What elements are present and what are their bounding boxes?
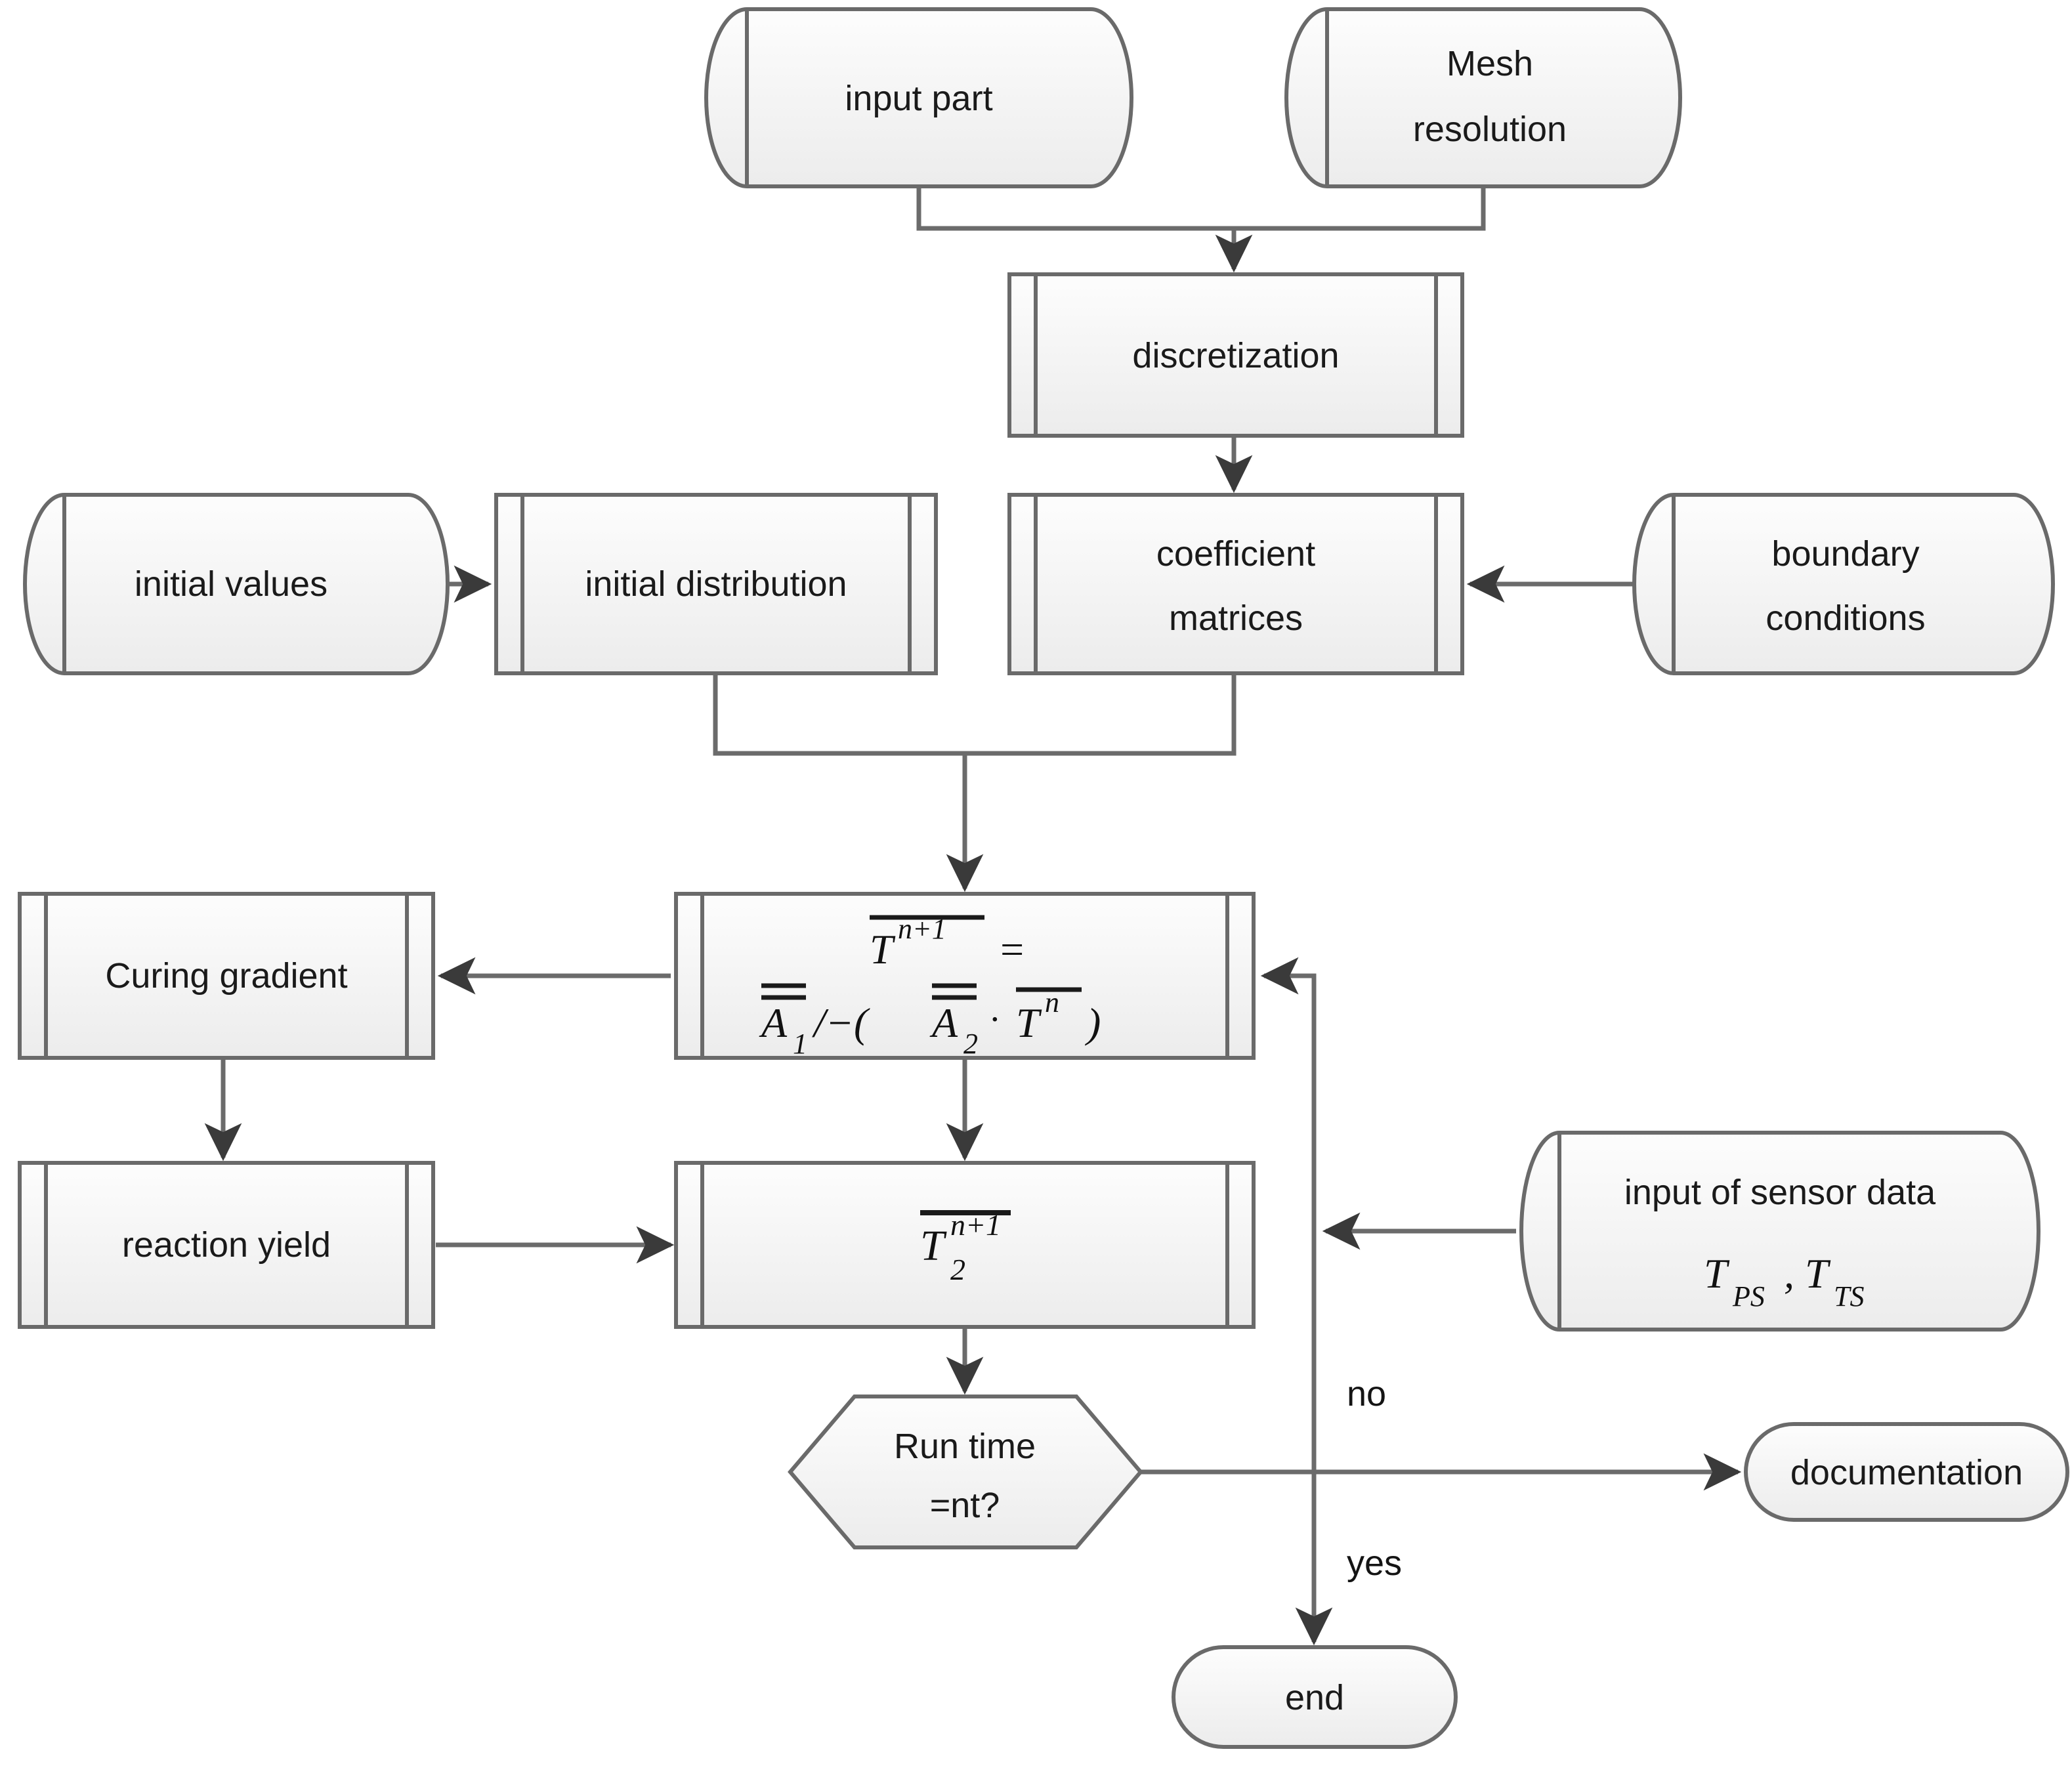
edge-coefficient-matrices-to-merge: [965, 673, 1237, 756]
edge-loop-to-main-equation: [1260, 957, 1317, 1626]
node-label-boundary-conditions-line1: boundary: [1771, 534, 1919, 574]
sensor-TPS-subscript: PS: [1732, 1280, 1765, 1312]
node-sensor-data[interactable]: input of sensor data T PS , T TS: [1519, 1131, 2040, 1332]
node-mesh-resolution[interactable]: Mesh resolution: [1284, 7, 1682, 188]
main-equation-T-superscript: n+1: [898, 913, 946, 945]
node-label-boundary-conditions-line2: conditions: [1765, 598, 1925, 638]
main-equation-line1: T n+1 =: [870, 913, 1026, 973]
sensor-comma: ,: [1784, 1250, 1794, 1297]
node-coefficient-matrices[interactable]: coefficient matrices: [1007, 493, 1464, 675]
main-equation-close-paren: ): [1084, 999, 1101, 1046]
edge-label-no: no: [1347, 1374, 1386, 1414]
node-t2-equation[interactable]: T 2 n+1: [674, 1161, 1256, 1329]
node-label-mesh-resolution-line2: resolution: [1413, 110, 1567, 149]
node-initial-distribution[interactable]: initial distribution: [494, 493, 938, 675]
node-label-initial-distribution: initial distribution: [585, 564, 847, 604]
node-run-time-decision[interactable]: Run time =nt?: [788, 1395, 1143, 1549]
node-label-coefficient-matrices-line2: matrices: [1169, 598, 1303, 638]
node-label-initial-values: initial values: [135, 564, 328, 604]
edge-label-yes: yes: [1347, 1543, 1402, 1583]
node-label-curing-gradient: Curing gradient: [105, 956, 347, 996]
node-label-run-time-line2: =nt?: [930, 1486, 1000, 1525]
node-label-input-part: input part: [845, 79, 992, 118]
node-reaction-yield[interactable]: reaction yield: [18, 1161, 435, 1329]
edge-mesh-resolution-to-merge: [1234, 186, 1486, 231]
node-input-part[interactable]: input part: [704, 7, 1133, 188]
node-label-documentation: documentation: [1790, 1453, 2023, 1492]
main-equation-A2-subscript: 2: [963, 1028, 978, 1060]
node-label-sensor-data-line1: input of sensor data: [1624, 1173, 1936, 1212]
node-label-end: end: [1285, 1678, 1344, 1717]
edge-initial-distribution-to-merge: [713, 673, 965, 756]
sensor-TTS-base: T: [1805, 1250, 1831, 1297]
edge-labels-layer: no yes: [1347, 1374, 1402, 1583]
main-equation-A2-base: A: [929, 999, 958, 1046]
node-end[interactable]: end: [1172, 1645, 1458, 1749]
node-documentation[interactable]: documentation: [1744, 1422, 2069, 1522]
node-label-mesh-resolution-line1: Mesh: [1447, 44, 1533, 83]
main-equation-slash-minus-open: /−(: [812, 999, 870, 1046]
main-equation-Tn-base: T: [1016, 999, 1042, 1046]
main-equation-dot-operator: ·: [990, 999, 999, 1040]
node-label-coefficient-matrices-line1: coefficient: [1156, 534, 1315, 574]
sensor-data-symbols: T PS , T TS: [1704, 1250, 1864, 1312]
node-boundary-conditions[interactable]: boundary conditions: [1632, 493, 2055, 675]
main-equation-A1-base: A: [759, 999, 788, 1046]
node-label-run-time-line1: Run time: [894, 1427, 1036, 1466]
edge-input-part-to-merge: [916, 186, 1234, 231]
nodes-layer: input part Mesh resolution discretizatio…: [18, 7, 2069, 1749]
node-main-equation[interactable]: T n+1 = A 1 /−( A 2 · T n: [674, 892, 1256, 1060]
main-equation-Tn-superscript: n: [1045, 986, 1059, 1018]
main-equation-equals-sign: =: [998, 926, 1026, 973]
node-curing-gradient[interactable]: Curing gradient: [18, 892, 435, 1060]
node-discretization[interactable]: discretization: [1007, 272, 1464, 438]
sensor-TPS-base: T: [1704, 1250, 1730, 1297]
node-label-discretization: discretization: [1132, 336, 1339, 375]
t2-equation-expression: T 2 n+1: [920, 1208, 1011, 1286]
main-equation-T-base: T: [870, 926, 896, 973]
node-label-reaction-yield: reaction yield: [122, 1225, 331, 1265]
edges-layer: [204, 186, 1742, 1646]
sensor-TTS-subscript: TS: [1834, 1280, 1864, 1312]
node-initial-values[interactable]: initial values: [23, 493, 450, 675]
t2-equation-T-superscript: n+1: [950, 1208, 1001, 1242]
t2-equation-T-base: T: [920, 1222, 947, 1270]
t2-equation-T-subscript: 2: [950, 1253, 965, 1286]
main-equation-A1-subscript: 1: [793, 1028, 807, 1060]
main-equation-line2: A 1 /−( A 2 · T n ): [759, 983, 1101, 1060]
